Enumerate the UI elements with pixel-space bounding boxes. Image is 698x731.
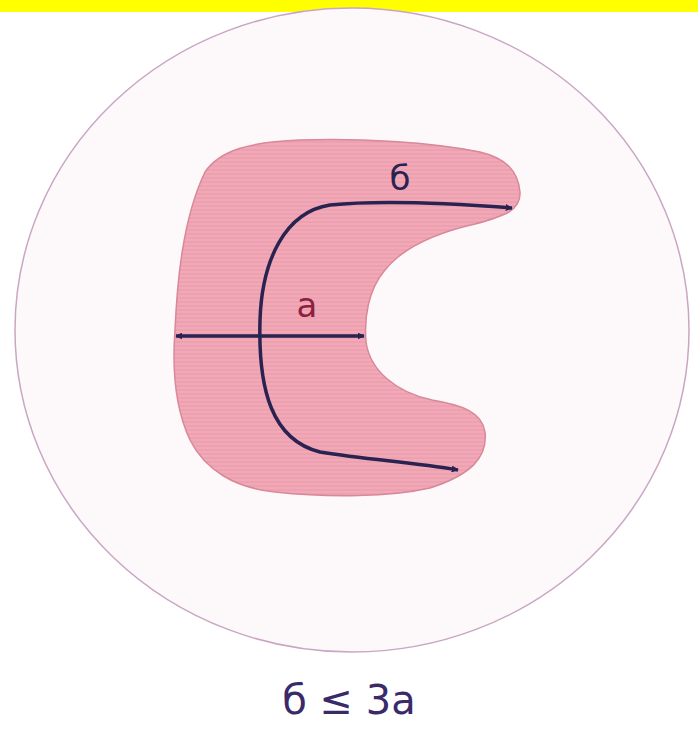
dimension-label-a: а <box>297 288 318 322</box>
dimension-label-b: б <box>390 161 411 195</box>
caption: б ≤ 3а <box>282 680 416 720</box>
dimension-arrow-b <box>260 203 512 470</box>
dimension-arrow-a <box>176 334 364 338</box>
c-shaped-section <box>174 140 520 496</box>
outer-circle <box>15 8 689 652</box>
